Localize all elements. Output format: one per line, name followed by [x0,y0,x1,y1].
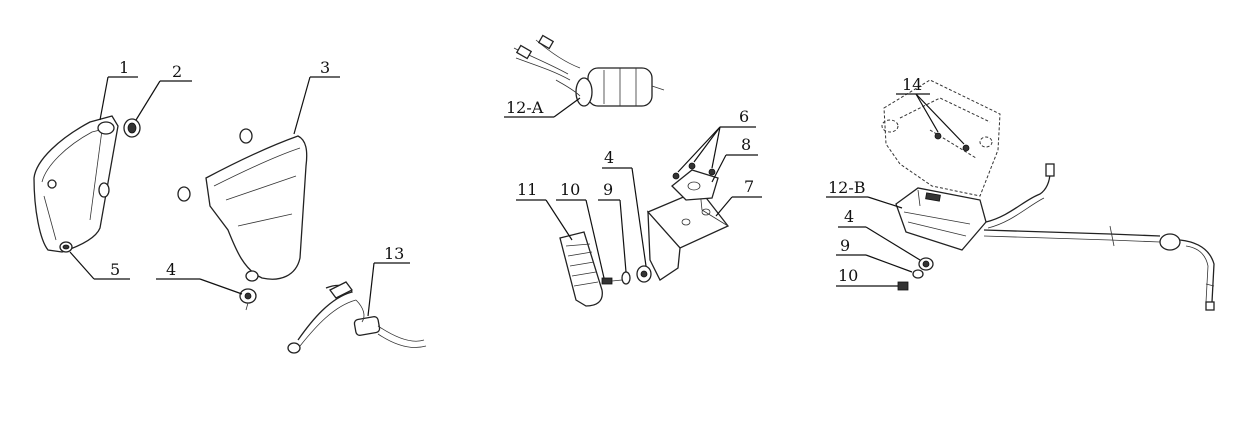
callout-leader [135,80,161,121]
washer-9-part [621,271,631,285]
callout-leader [631,167,647,267]
vent-hose-part [287,281,427,354]
plate-8-part [671,169,719,201]
callout-leader [367,262,375,317]
callout-leader [99,76,109,121]
side-cover-left-part [33,115,119,253]
grommet-4-right-part [918,257,934,271]
callout-leader [711,126,721,169]
callout-label-11: 11 [517,180,537,199]
callout-leader [711,154,727,183]
side-cover-right-part [177,128,308,282]
bolt-10-part [601,277,623,285]
grommet-4-left-part [239,288,257,311]
callout-label-2: 2 [172,62,182,81]
callout-label-1: 1 [119,58,129,77]
callout-label-9-right: 9 [840,236,850,255]
callout-leader [915,93,939,133]
callout-leader [677,126,721,173]
callout-label-4-middle: 4 [604,148,614,167]
callout-label-4-right: 4 [844,207,854,226]
bolt-10-right-part [897,281,909,291]
canister-12b-part [895,187,987,251]
grommet-4-middle-part [636,265,652,283]
bracket-7-part [646,189,730,281]
callout-leader [915,93,965,145]
callout-label-7: 7 [744,177,754,196]
grommet-5-part [59,241,73,253]
callout-label-12a: 12-A [506,98,544,117]
callout-label-10-middle: 10 [560,180,580,199]
mounting-bracket-14-part [881,79,1001,197]
callout-label-12b: 12-B [828,178,866,197]
callout-leader [293,76,311,135]
callout-leader [545,199,573,241]
callout-leader [693,126,721,163]
callout-leader [867,196,903,209]
callout-leader [715,196,733,217]
callout-leader [585,199,605,279]
callout-label-6: 6 [739,107,749,126]
grommet-2-part [123,118,141,138]
hose-assembly-right-part [983,163,1215,311]
callout-leader [865,226,921,261]
canister-12a-part [513,34,665,107]
callout-label-9-middle: 9 [603,180,613,199]
cover-11-part [559,231,603,307]
callout-label-10-right: 10 [838,266,858,285]
callout-label-14: 14 [902,75,922,94]
callout-label-13: 13 [384,244,404,263]
callout-leader [865,254,913,273]
callout-label-5: 5 [110,260,120,279]
callout-label-4-left: 4 [166,260,176,279]
callout-label-3: 3 [320,58,330,77]
washer-9-right-part [912,269,924,279]
screws-6-part [672,162,716,180]
callout-leader [69,251,95,280]
callout-leader [553,97,581,118]
callout-label-8: 8 [741,135,751,154]
callout-leader [619,199,627,273]
callout-leader [199,278,243,295]
